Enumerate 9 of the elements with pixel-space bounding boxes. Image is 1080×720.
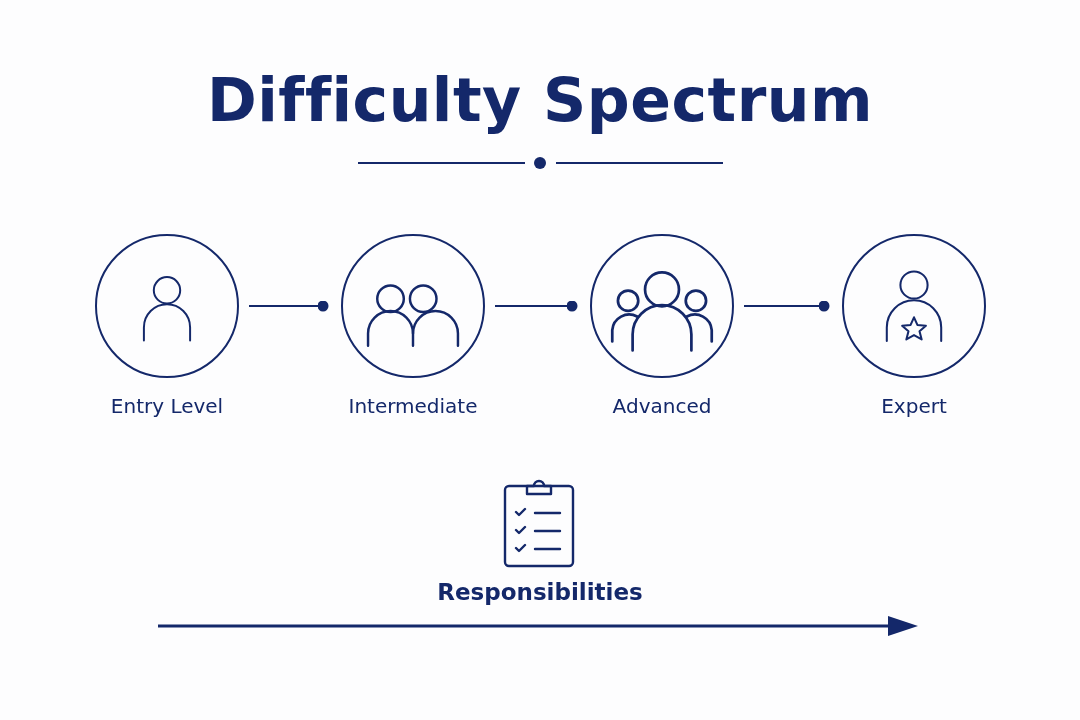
connector — [249, 300, 329, 312]
axis-label: Responsibilities — [437, 579, 643, 605]
title: Difficulty Spectrum — [206, 64, 874, 137]
level-label: Intermediate — [348, 394, 478, 418]
level-label: Advanced — [612, 394, 712, 418]
level-label: Expert — [881, 394, 947, 418]
connector — [495, 300, 578, 312]
level-label: Entry Level — [110, 394, 224, 418]
connector — [744, 300, 830, 312]
